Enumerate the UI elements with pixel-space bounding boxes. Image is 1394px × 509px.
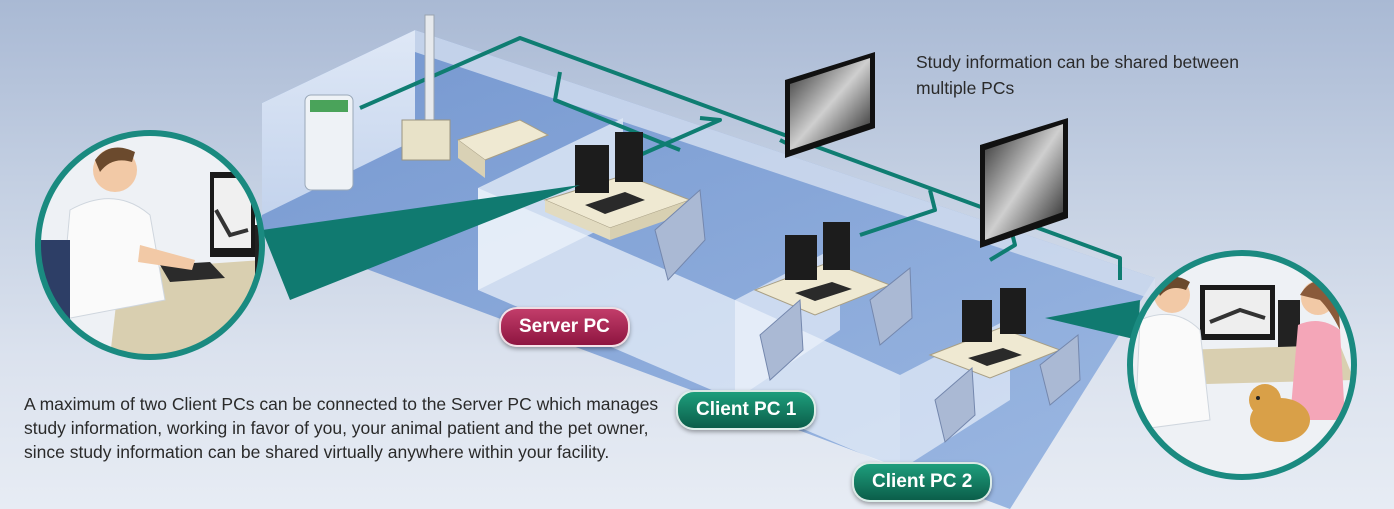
client-pc-1-label: Client PC 1 — [676, 390, 817, 430]
info-text: Study information can be shared between … — [916, 52, 1239, 98]
client2-callout-wedge — [1045, 300, 1140, 340]
description-text: A maximum of two Client PCs can be conne… — [24, 394, 659, 462]
server-desk — [543, 132, 706, 282]
xray-screen-2 — [980, 118, 1068, 248]
server-pc-label: Server PC — [499, 307, 630, 347]
client-pc-2-label: Client PC 2 — [852, 462, 993, 502]
right-wall — [415, 30, 1155, 300]
partition-server-side — [478, 188, 735, 400]
client2-desk — [928, 288, 1081, 443]
xray-equipment — [304, 14, 550, 191]
client1-desk — [753, 222, 913, 381]
client-consultation-vignette — [1127, 250, 1357, 480]
server-workstation-vignette — [35, 130, 265, 360]
server-callout-wedge — [262, 185, 580, 300]
xray-screen-1 — [785, 52, 875, 158]
